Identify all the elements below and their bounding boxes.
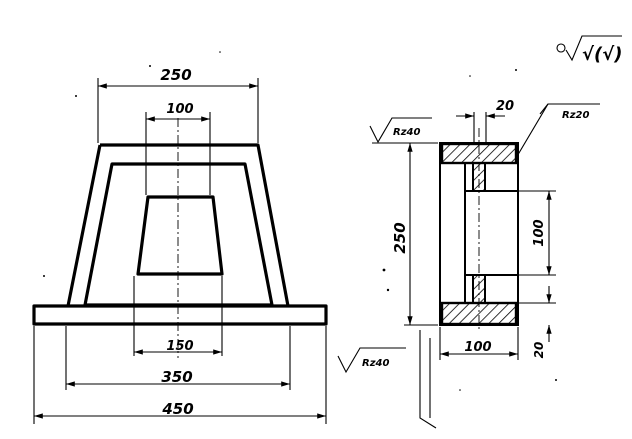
dim-opening-top: 100 <box>166 102 193 117</box>
dim-total-height: 250 <box>391 222 409 253</box>
roughness-symbol-bottom-left: Rz40 <box>337 347 406 374</box>
dim-base-width: 450 <box>161 400 193 418</box>
front-view: 250 100 150 350 450 <box>32 66 328 424</box>
dim-frame-bottom: 350 <box>161 368 192 386</box>
roughness-symbol-top-right: Rz20 <box>515 103 600 159</box>
center-opening <box>136 195 224 276</box>
dim-opening-bottom: 150 <box>166 339 193 354</box>
svg-text:Rz20: Rz20 <box>562 110 589 121</box>
svg-text:√(√): √(√) <box>582 44 622 65</box>
dim-top-width: 250 <box>160 66 191 84</box>
dim-window-height: 100 <box>532 219 547 246</box>
base-plate <box>32 304 328 326</box>
svg-text:Rz40: Rz40 <box>393 127 420 138</box>
dim-base-flange-thickness: 20 <box>532 342 546 359</box>
dim-web-width: 100 <box>464 340 491 355</box>
frame-outer <box>66 143 290 307</box>
svg-text:Rz40: Rz40 <box>362 358 389 369</box>
frame-inner <box>83 162 274 307</box>
section-view: 20 250 100 20 100 Rz40 Rz20 <box>337 35 622 429</box>
dim-flange-thickness: 20 <box>496 99 514 114</box>
roughness-symbol-top-left: Rz40 <box>369 117 432 144</box>
surface-finish-symbol: √(√) <box>556 35 622 65</box>
scan-noise <box>43 51 557 391</box>
